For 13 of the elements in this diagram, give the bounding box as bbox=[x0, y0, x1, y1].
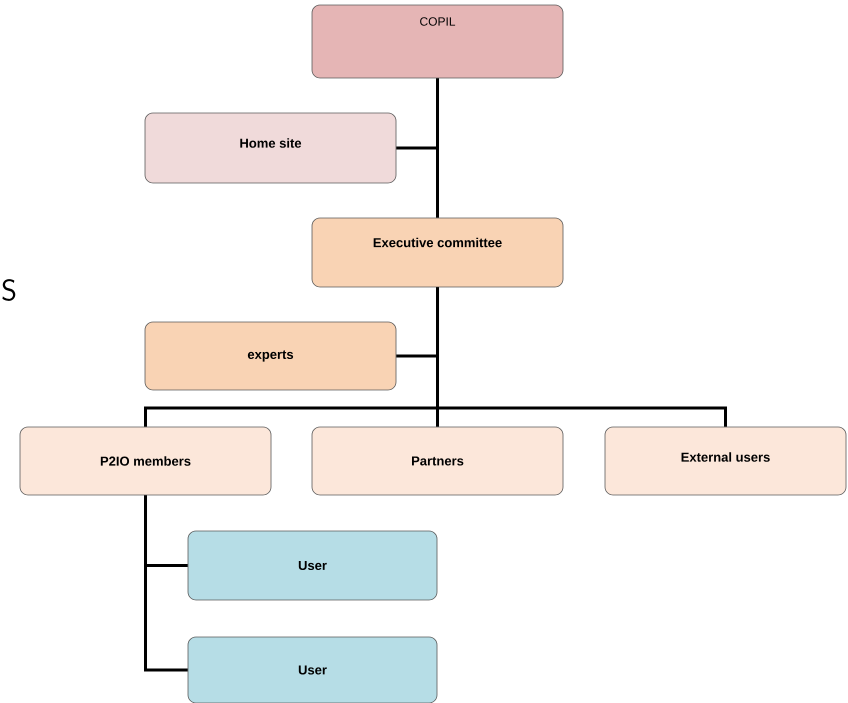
cut-off-letter: S bbox=[2, 279, 16, 301]
user-box: User bbox=[188, 636, 438, 703]
side-box: experts bbox=[144, 322, 396, 390]
member-box: Partners bbox=[312, 426, 564, 496]
side-box: Home site bbox=[144, 112, 396, 184]
member-box: P2IO members bbox=[20, 426, 272, 496]
top-box: COPIL bbox=[312, 4, 564, 78]
user-box: User bbox=[188, 530, 438, 600]
connector-line bbox=[436, 78, 439, 218]
committee-box: Executive committee bbox=[312, 218, 564, 288]
member-box: External users bbox=[604, 426, 846, 496]
connector-line bbox=[144, 495, 188, 672]
connector-line bbox=[436, 287, 727, 427]
